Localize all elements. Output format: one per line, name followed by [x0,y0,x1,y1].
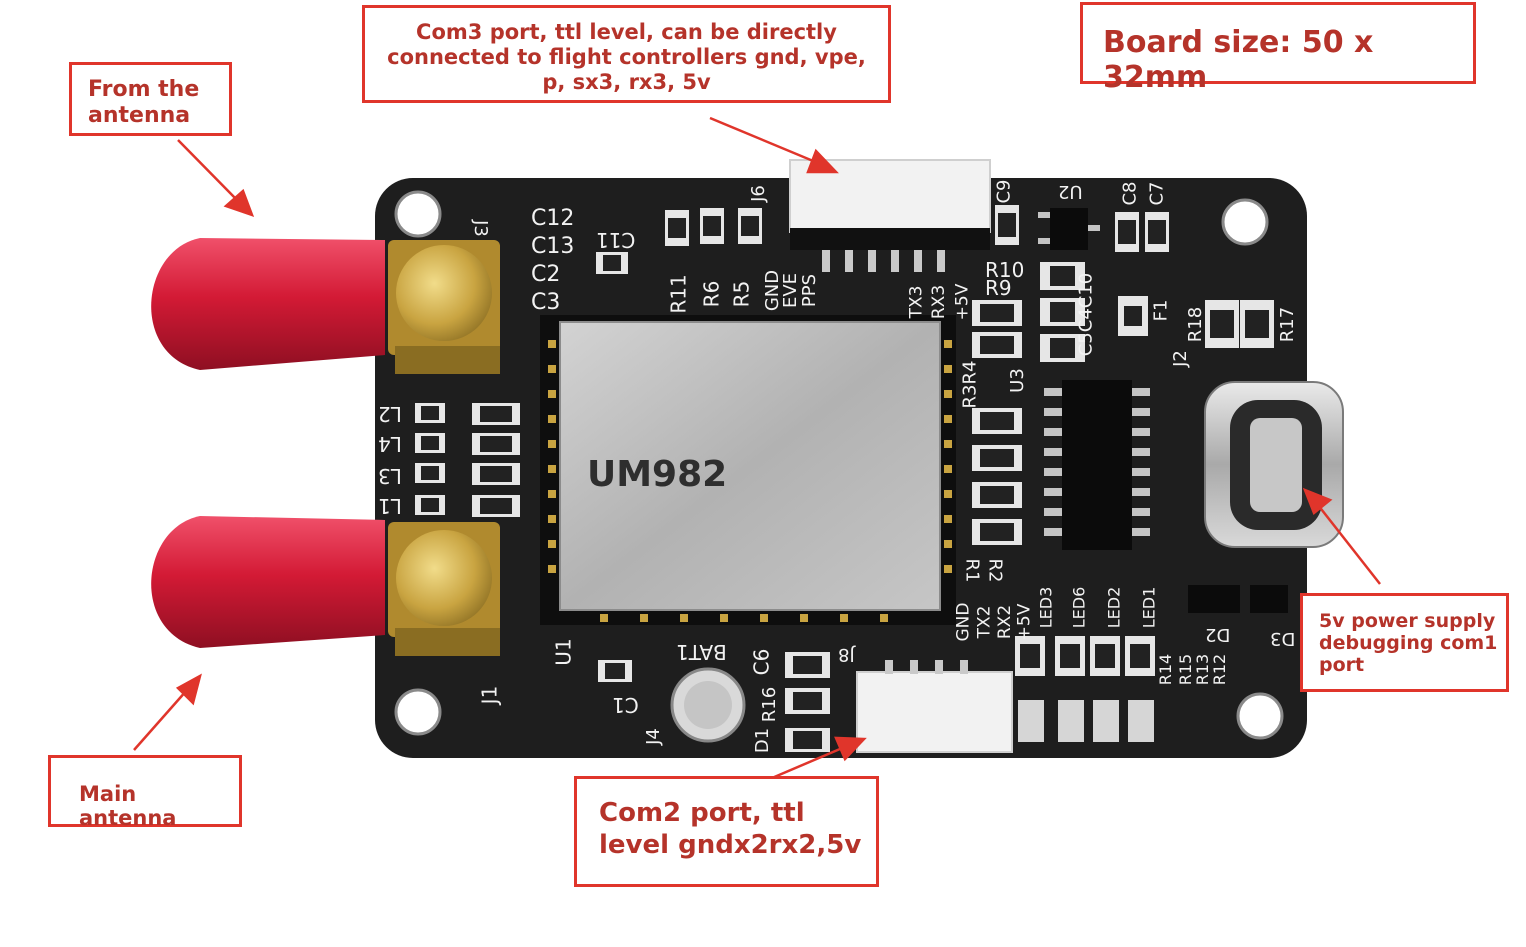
u2-chip [1038,208,1100,250]
board-size-callout: Board size: 50 x 32mm [1080,2,1476,95]
silk-rx2: RX2 [995,604,1016,640]
silk-c13: C13 [531,234,575,259]
silk-r10: R10 [985,258,1025,282]
silk-r9: R9 [985,276,1012,300]
silk-f1: F1 [1150,299,1172,322]
com2-callout-text: Com2 port, ttl level gndx2rx2,5v [599,798,862,860]
battery-bat1 [670,667,746,743]
silk-j6: J6 [747,185,769,202]
com3-callout: Com3 port, ttl level, can be directly co… [362,5,891,103]
um982-module [540,315,956,625]
main-antenna-callout: Main antenna [48,755,242,830]
mounting-hole [394,688,442,736]
silk-gnd-bottom: GND [953,602,974,642]
usb-c-port [1204,381,1344,548]
passive-components [415,205,1288,752]
board-size-text: Board size: 50 x 32mm [1103,25,1374,95]
u3-chip [1044,380,1150,550]
silk-led1: LED1 [1139,586,1159,629]
silk-tx2: TX2 [974,605,995,639]
silk-c5c4c10: C5C4C10 [1075,272,1097,357]
mounting-hole [1236,692,1284,740]
silk-bat1: BAT1 [676,640,727,664]
silk-r12: R12 [1210,653,1230,686]
silk-pps-top: PPS [799,273,821,308]
from-antenna-text: From the antenna [88,77,200,128]
silk-r14: R14 [1156,653,1176,686]
silk-c11: C11 [596,228,636,252]
usb-callout: 5v power supply debugging com1 port [1300,593,1509,692]
silk-eve-top: EVE [780,272,802,309]
silk-r2: R2 [984,558,1006,583]
silk-r17: R17 [1277,306,1299,343]
silk-c7: C7 [1146,181,1168,206]
silk-d3: D3 [1270,628,1296,649]
silk-c3: C3 [531,290,561,315]
sma-connector-top [151,238,500,374]
silk-d2: D2 [1205,624,1231,645]
silk-j2: J2 [1169,350,1191,367]
silk-r5: R5 [729,280,754,308]
com2-header [856,660,1013,753]
callout-arrows [133,116,1381,780]
sma-connector-bottom [151,516,500,656]
silk-5v-top: +5V [952,283,973,321]
silk-u2: U2 [1058,181,1083,202]
from-antenna-callout: From the antenna [69,62,232,136]
silk-l1: L1 [378,494,402,518]
silk-led3: LED3 [1036,586,1056,629]
usb-callout-text: 5v power supply debugging com1 port [1319,610,1498,676]
silk-u1: U1 [551,638,576,666]
silk-rx3: RX3 [929,284,950,320]
silk-u3: U3 [1006,368,1028,393]
silk-c1: C1 [612,693,639,717]
silk-c12: C12 [531,206,575,231]
silk-led6: LED6 [1069,586,1089,629]
silk-r6: R6 [699,280,724,308]
main-antenna-text: Main antenna [79,782,177,830]
silk-j1: J1 [477,685,502,705]
silk-tx3: TX3 [906,285,927,319]
silk-l4: L4 [378,432,402,456]
silk-r11: R11 [666,274,691,314]
silk-j8: J8 [838,644,855,665]
silk-r4: R4 [959,360,981,385]
mounting-hole [1221,198,1269,246]
com3-callout-text: Com3 port, ttl level, can be directly co… [387,20,866,94]
silk-c9: C9 [993,179,1015,204]
mounting-hole [394,190,442,238]
module-label: UM982 [587,454,728,495]
silk-j3: J3 [469,220,491,237]
silk-d1: D1 [752,727,774,754]
silk-l2: L2 [378,402,402,426]
silk-r18: R18 [1185,306,1207,343]
com2-callout: Com2 port, ttl level gndx2rx2,5v [574,776,879,887]
silk-c6: C6 [749,648,774,676]
silk-led2: LED2 [1104,586,1124,629]
silk-c8: C8 [1119,181,1141,206]
silk-c2: C2 [531,262,561,287]
silk-5v-bottom: +5V [1014,603,1035,641]
silk-r3: R3 [959,384,981,409]
silk-j4: J4 [642,728,664,745]
silk-l3: L3 [378,464,402,488]
silk-r16: R16 [759,686,781,723]
silk-r1: R1 [961,558,983,583]
